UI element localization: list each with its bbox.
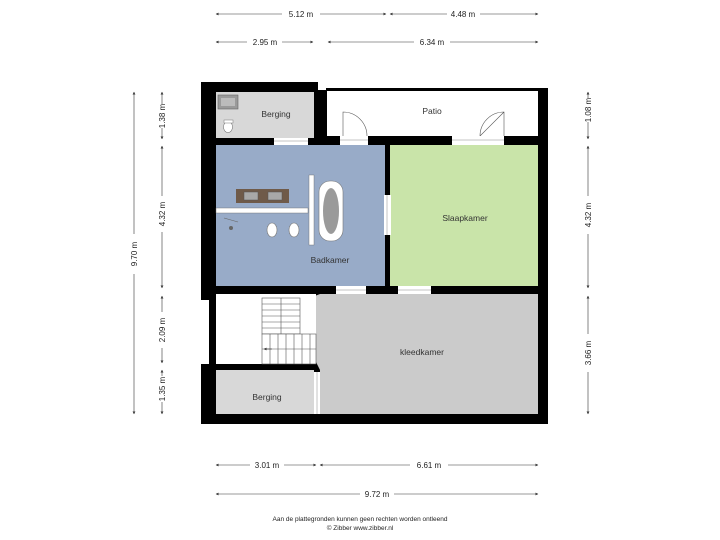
patio-wall-right — [538, 88, 548, 138]
door-patio-right — [452, 136, 504, 145]
dim-top-2-95: 2.95 m — [253, 38, 278, 47]
bathtub-icon — [318, 180, 344, 242]
bathroom-wall-divider — [308, 174, 315, 246]
door-badkamer-slaapkamer — [384, 195, 391, 235]
footer-disclaimer: Aan de plattegronden kunnen geen rechten… — [272, 516, 448, 523]
dim-left-9-70: 9.70 m — [130, 241, 139, 266]
label-berging-bottom: Berging — [252, 392, 282, 402]
dim-right-3-66: 3.66 m — [584, 340, 593, 365]
label-kleedkamer: kleedkamer — [400, 347, 444, 357]
patio-wall-top — [326, 88, 548, 91]
left-gap — [201, 300, 211, 364]
dim-right-4-32: 4.32 m — [584, 202, 593, 227]
dim-top-6-34: 6.34 m — [420, 38, 445, 47]
door-swing-icon — [342, 111, 505, 137]
toilet-icon — [223, 119, 234, 133]
dim-bottom-9-72: 9.72 m — [365, 490, 390, 499]
label-patio: Patio — [422, 106, 442, 116]
dim-right-1-08: 1.08 m — [584, 97, 593, 122]
label-badkamer: Badkamer — [311, 255, 350, 265]
dim-left-2-09: 2.09 m — [158, 317, 167, 342]
room-slaapkamer — [390, 145, 538, 286]
label-slaapkamer: Slaapkamer — [442, 213, 488, 223]
dim-top-5-12: 5.12 m — [289, 10, 314, 19]
bathroom-partition — [215, 207, 309, 214]
door-patio-left — [340, 136, 368, 145]
door-berging-top — [274, 138, 308, 145]
dimension-lines — [132, 12, 590, 496]
dim-left-1-38: 1.38 m — [158, 103, 167, 128]
sink-icon — [217, 94, 239, 110]
dim-left-4-32: 4.32 m — [158, 201, 167, 226]
room-badkamer — [216, 145, 385, 286]
room-berging-bottom — [216, 370, 314, 414]
toilet-icon — [266, 222, 300, 238]
dim-left-1-35: 1.35 m — [158, 376, 167, 401]
patio-gap-outer — [318, 82, 548, 90]
room-kleedkamer — [304, 294, 538, 414]
dim-top-4-48: 4.48 m — [451, 10, 476, 19]
label-berging-top: Berging — [261, 109, 291, 119]
double-vanity-icon — [236, 189, 289, 203]
dim-bottom-3-01: 3.01 m — [255, 461, 280, 470]
left-gap-wall — [209, 300, 212, 364]
shower-drain-icon — [223, 217, 239, 230]
footer-copyright: © Zibber www.zibber.nl — [326, 525, 394, 532]
dim-bottom-6-61: 6.61 m — [417, 461, 442, 470]
stairs-icon — [261, 297, 317, 365]
